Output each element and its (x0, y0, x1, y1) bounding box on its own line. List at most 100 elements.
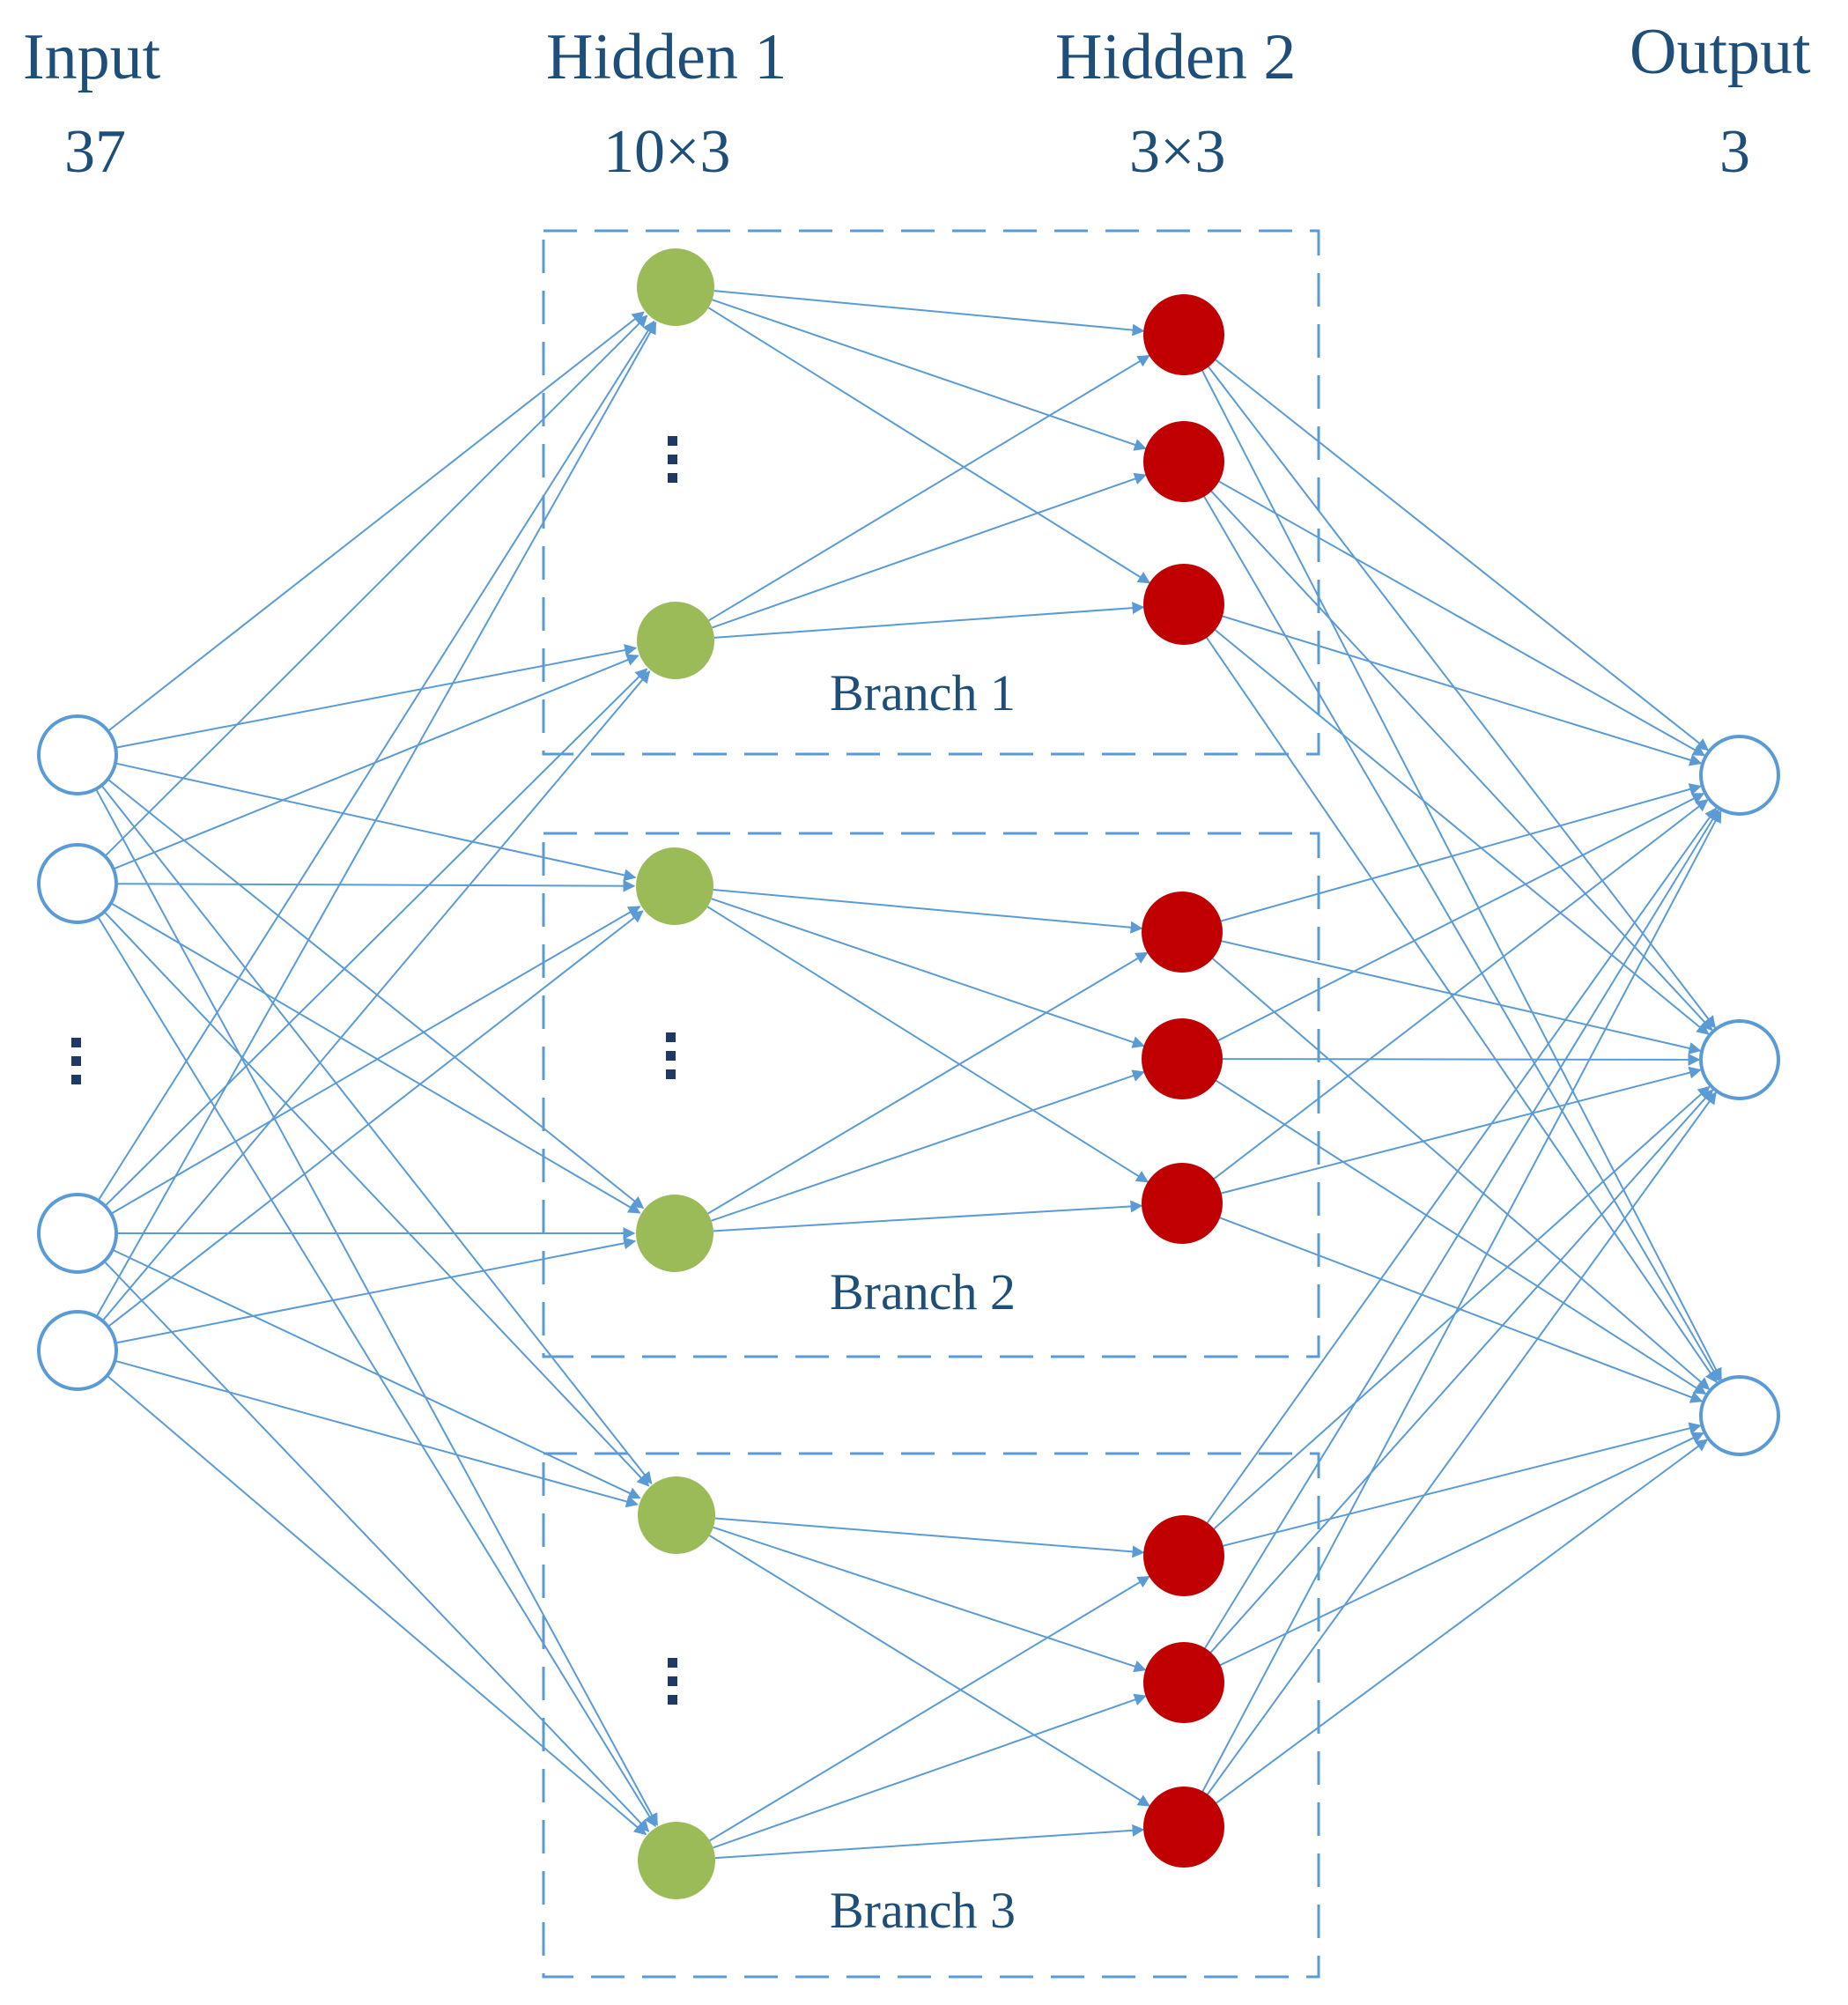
edge-b1h2n2-to-output1 (1216, 479, 1706, 757)
edge-input4-to-b1h1n2 (101, 670, 651, 1321)
output-node-1 (1699, 735, 1780, 816)
edge-b1h1n1-to-h2n3 (707, 307, 1151, 584)
edge-b2h2n1-to-output2 (1219, 939, 1702, 1054)
edge-b3h1n2-to-h2n3 (714, 1824, 1145, 1860)
layer-count-hidden-2: 3×3 (1129, 118, 1226, 186)
edge-input2-to-b2h1n2 (110, 902, 641, 1214)
branch-1-hidden1-node-1 (637, 248, 714, 326)
edge-b2h2n1-to-output3 (1210, 957, 1711, 1390)
edge-input1-to-b1h1n2 (115, 644, 638, 749)
edge-b1h1n2-to-h2n1 (708, 354, 1150, 622)
edge-b2h2n2-to-output1 (1216, 792, 1705, 1042)
edge-input1-to-b3h1n2 (95, 788, 658, 1826)
edge-input4-to-b2h1n1 (107, 910, 644, 1328)
branch-label-2: Branch 2 (830, 1263, 1016, 1321)
edge-input3-to-b2h1n1 (110, 906, 641, 1215)
layer-count-output: 3 (1719, 118, 1750, 186)
branch-1-hidden1-node-2 (637, 602, 714, 679)
branch-2-hidden2-node-2 (1142, 1018, 1223, 1099)
edge-input1-to-b1h1n1 (107, 311, 645, 732)
edge-input4-to-b2h1n2 (115, 1237, 637, 1344)
edge-input4-to-b3h1n1 (115, 1359, 639, 1508)
edge-b3h2n1-to-output1 (1205, 807, 1718, 1525)
branch-1-hidden2-node-1 (1143, 294, 1224, 375)
branch-label-1: Branch 1 (830, 664, 1016, 721)
branch-label-3: Branch 3 (830, 1882, 1016, 1939)
layer-count-hidden-1: 10×3 (603, 118, 731, 186)
branch-1-hidden2-node-3 (1143, 564, 1224, 645)
branch-3-box (542, 1452, 1320, 1979)
branch-2-hidden1-node-1 (636, 847, 713, 925)
edge-b2h1n2-to-h2n2 (711, 1069, 1145, 1222)
edge-b3h2n3-to-output2 (1206, 1091, 1717, 1796)
edge-b2h1n1-to-h2n3 (706, 906, 1149, 1183)
branch-2-box (542, 832, 1320, 1358)
edge-input4-to-b1h1n1 (95, 321, 657, 1318)
edge-b1h2n1-to-output3 (1201, 368, 1722, 1381)
edge-b3h1n1-to-h2n3 (708, 1535, 1151, 1807)
edge-b1h2n2-to-output2 (1209, 489, 1713, 1032)
edge-input2-to-b3h1n1 (103, 911, 650, 1487)
edge-input3-to-b3h1n1 (112, 1248, 641, 1499)
edge-input3-to-b1h1n1 (97, 320, 655, 1202)
edge-b2h1n2-to-h2n1 (707, 951, 1149, 1215)
branch-3-hidden1-node-1 (638, 1476, 715, 1554)
edge-b2h2n3-to-output1 (1212, 799, 1709, 1180)
branch-3-hidden2-node-3 (1143, 1787, 1224, 1868)
edge-b1h1n2-to-h2n3 (713, 602, 1145, 639)
edge-b2h2n2-to-output2 (1220, 1053, 1701, 1066)
layer-title-output: Output (1630, 16, 1811, 88)
input-node-2 (37, 843, 118, 924)
branch-1-ellipsis (668, 436, 680, 492)
edge-b3h1n1-to-h2n1 (714, 1517, 1145, 1558)
edge-b3h1n1-to-h2n2 (713, 1526, 1147, 1673)
edge-input2-to-b3h1n2 (97, 915, 656, 1827)
output-node-3 (1699, 1375, 1780, 1456)
edge-b1h2n2-to-output3 (1202, 494, 1720, 1382)
layer-title-input: Input (23, 21, 161, 93)
edge-input4-to-b3h1n2 (106, 1374, 647, 1836)
edge-b3h2n1-to-output2 (1212, 1085, 1711, 1531)
input-ellipsis (71, 1038, 84, 1093)
edge-b1h2n1-to-output2 (1206, 365, 1716, 1029)
edge-b3h2n3-to-output1 (1201, 810, 1722, 1794)
branch-3-hidden1-node-2 (638, 1822, 715, 1899)
branch-1-hidden2-node-2 (1143, 421, 1224, 502)
input-node-3 (37, 1193, 118, 1274)
edge-input3-to-b3h1n2 (103, 1261, 650, 1832)
branch-3-hidden2-node-1 (1143, 1515, 1224, 1596)
branch-2-hidden1-node-2 (636, 1195, 713, 1272)
edge-b3h2n3-to-output3 (1214, 1439, 1709, 1805)
input-node-4 (37, 1310, 118, 1391)
edge-b3h1n2-to-h2n1 (709, 1575, 1150, 1842)
output-node-2 (1699, 1019, 1780, 1100)
edge-input2-to-b2h1n1 (115, 879, 636, 892)
edge-b1h1n2-to-h2n2 (712, 472, 1147, 629)
edge-b1h1n1-to-h2n1 (713, 290, 1145, 337)
edge-input1-to-b2h1n2 (107, 778, 645, 1210)
edge-b2h1n1-to-h2n1 (713, 888, 1143, 934)
edge-b3h2n1-to-output3 (1221, 1422, 1702, 1548)
edge-b1h2n1-to-output1 (1213, 358, 1710, 751)
branch-1-box (542, 229, 1320, 756)
branch-2-hidden2-node-3 (1142, 1163, 1223, 1244)
branch-3-hidden2-node-2 (1143, 1642, 1224, 1723)
edge-b2h2n2-to-output3 (1214, 1078, 1707, 1395)
edge-input2-to-b1h1n1 (104, 314, 648, 857)
layer-count-input: 37 (64, 118, 126, 186)
branch-2-ellipsis (666, 1032, 678, 1088)
input-node-1 (37, 714, 118, 795)
edge-b3h2n2-to-output3 (1218, 1432, 1704, 1667)
edge-b1h2n3-to-output2 (1213, 628, 1710, 1035)
edge-b2h1n2-to-h2n3 (713, 1200, 1143, 1232)
edge-b2h2n3-to-output2 (1219, 1066, 1702, 1195)
layer-title-hidden-1: Hidden 1 (546, 21, 787, 93)
edge-b1h2n3-to-output3 (1205, 635, 1718, 1384)
edge-b2h2n1-to-output1 (1219, 783, 1703, 923)
edge-input1-to-b3h1n1 (100, 784, 653, 1484)
edge-b3h1n2-to-h2n2 (713, 1693, 1147, 1849)
edge-input3-to-b1h1n2 (104, 668, 648, 1207)
branch-3-ellipsis (668, 1658, 680, 1713)
edge-b1h1n1-to-h2n2 (712, 299, 1147, 451)
